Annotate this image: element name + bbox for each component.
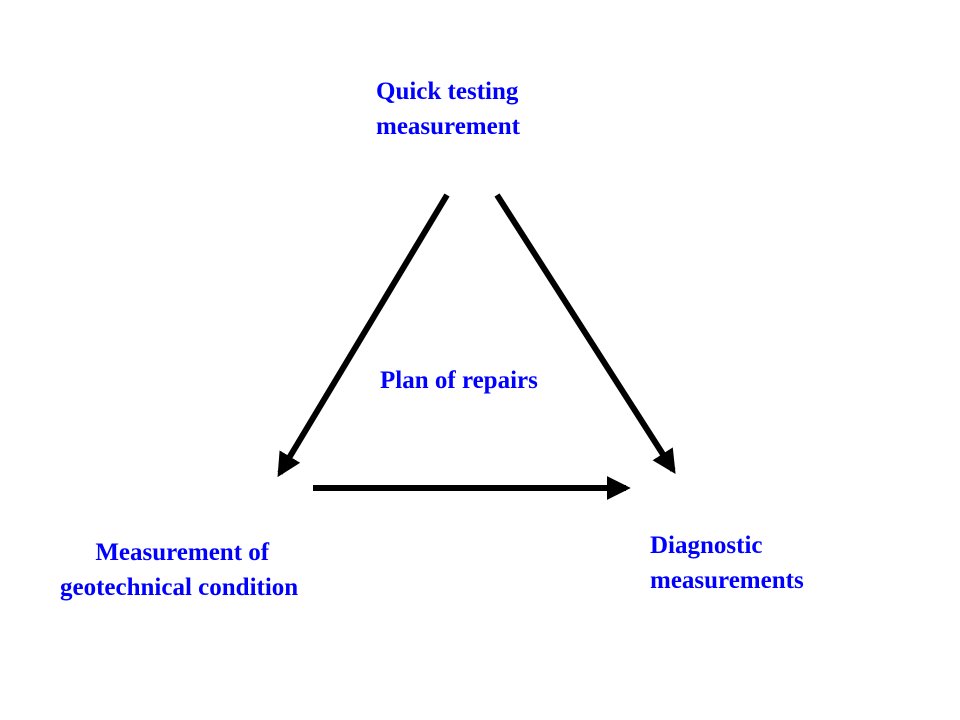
node-quick-testing: Quick testing measurement bbox=[376, 74, 520, 144]
node-plan-of-repairs: Plan of repairs bbox=[380, 363, 538, 398]
node-geotechnical: Measurement of geotechnical condition bbox=[60, 535, 298, 605]
node-plan-of-repairs-text: Plan of repairs bbox=[380, 367, 538, 394]
node-geotechnical-line2: geotechnical condition bbox=[60, 574, 299, 601]
node-quick-testing-line1: Quick testing bbox=[376, 78, 519, 105]
node-diagnostic: Diagnostic measurements bbox=[650, 528, 804, 598]
arrow-top-to-bottom-left bbox=[277, 193, 450, 478]
node-quick-testing-line2: measurement bbox=[376, 113, 520, 140]
node-diagnostic-line2: measurements bbox=[650, 567, 804, 594]
arrow-top-to-bottom-right bbox=[494, 193, 676, 475]
node-geotechnical-line1: Measurement of bbox=[89, 539, 270, 566]
node-diagnostic-line1: Diagnostic bbox=[650, 532, 763, 559]
